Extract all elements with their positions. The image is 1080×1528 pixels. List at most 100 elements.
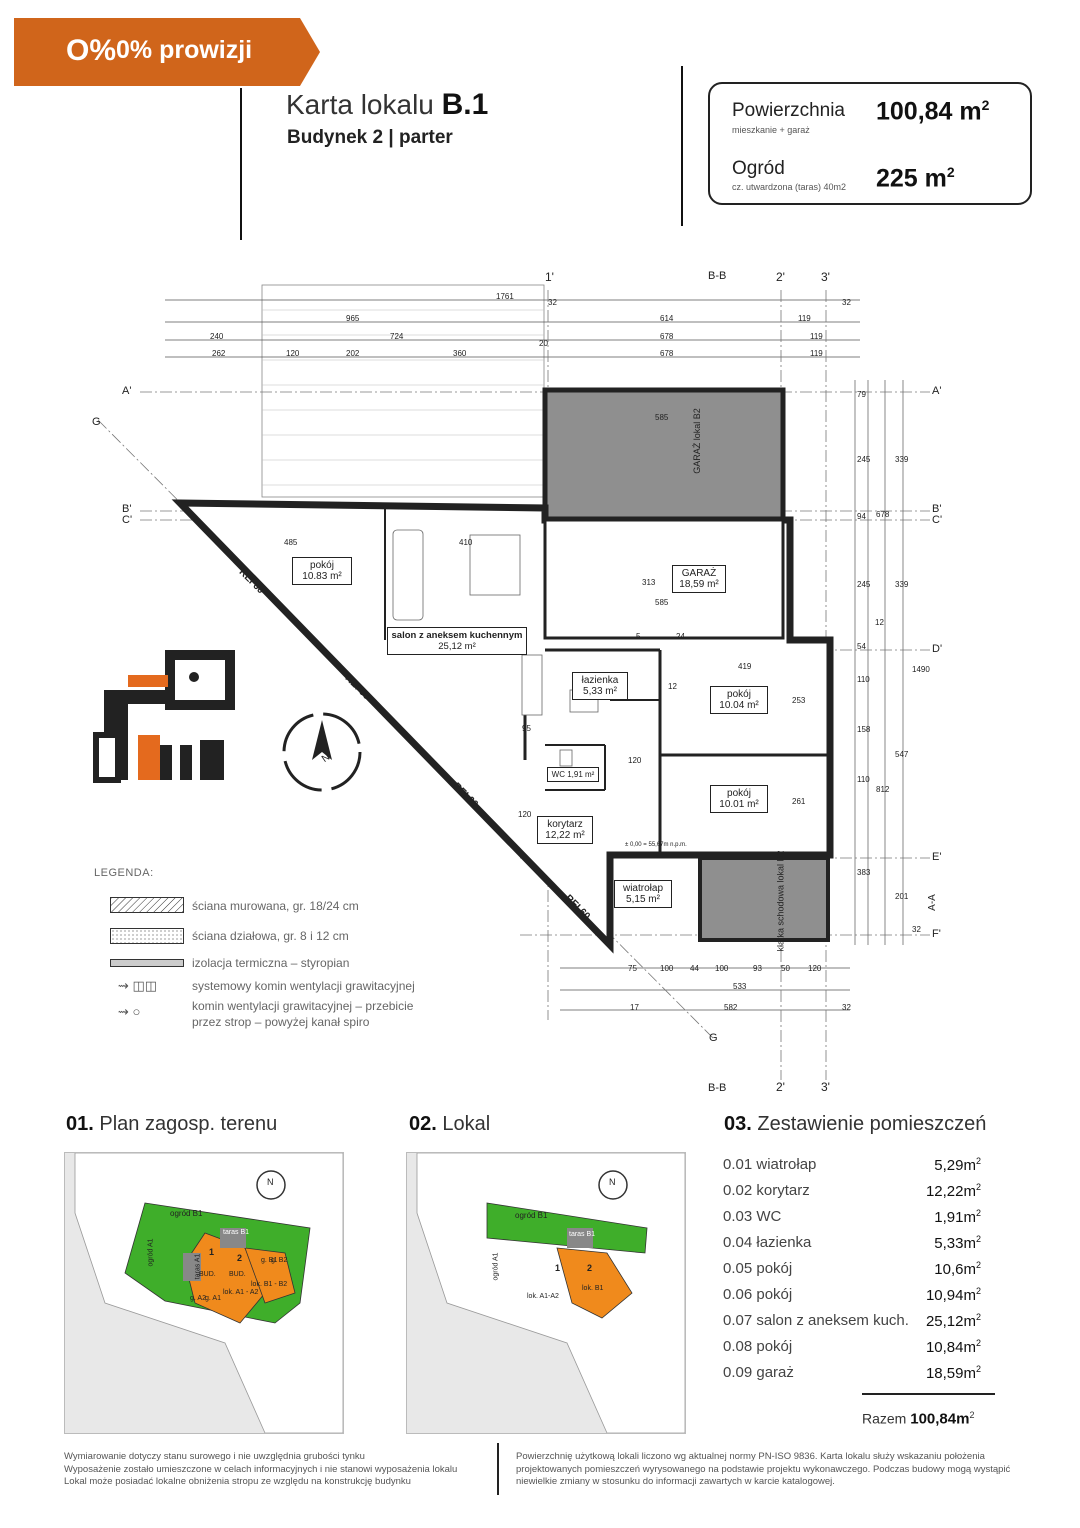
site-g-a2: g. A2 bbox=[190, 1295, 206, 1302]
garden-label: Ogród bbox=[732, 158, 785, 179]
section-bb-bottom: B-B bbox=[708, 1082, 727, 1094]
dim-32d: 32 bbox=[842, 1003, 851, 1012]
room-salon: salon z aneksem kuchennym 25,12 m² bbox=[387, 627, 527, 655]
dim-360: 360 bbox=[453, 349, 467, 358]
room-pokoj-3-name: pokój bbox=[727, 788, 751, 799]
footer-right: Powierzchnię użytkową lokali liczono wg … bbox=[516, 1451, 1010, 1489]
dim-95: 95 bbox=[522, 724, 531, 733]
room-wiatrolap-name: wiatrołap bbox=[622, 883, 664, 894]
axis-e-right: E' bbox=[932, 851, 942, 863]
dim-410: 410 bbox=[459, 538, 473, 547]
site-g-a1: g. A1 bbox=[205, 1295, 221, 1302]
axis-a-right: A' bbox=[932, 385, 942, 397]
legend-item-1: ściana murowana, gr. 18/24 cm bbox=[192, 899, 359, 913]
dim-100b: 100 bbox=[715, 964, 729, 973]
dim-119a: 119 bbox=[798, 314, 811, 323]
dim-44: 44 bbox=[690, 964, 699, 973]
site-num-1: 1 bbox=[209, 1247, 215, 1257]
unit-taras-b1: taras B1 bbox=[569, 1231, 596, 1238]
site-bud-1: BUD. bbox=[199, 1271, 216, 1278]
total-divider bbox=[862, 1393, 995, 1395]
promo-text: 0% prowizji bbox=[116, 36, 253, 64]
level-note: ± 0,00 = 55,67m n.p.m. bbox=[625, 842, 687, 848]
room-garaz-area: 18,59 m² bbox=[679, 579, 719, 590]
dim-582: 582 bbox=[724, 1003, 738, 1012]
site-num-2: 2 bbox=[237, 1253, 243, 1263]
dim-585b: 585 bbox=[655, 598, 669, 607]
dim-119c: 119 bbox=[810, 349, 823, 358]
legend-swatch-masonry bbox=[110, 897, 184, 913]
room-korytarz-name: korytarz bbox=[547, 819, 583, 830]
axis-b-right: B' bbox=[932, 503, 942, 515]
dim-93: 93 bbox=[753, 964, 762, 973]
dim-5: 5 bbox=[636, 632, 641, 641]
unit-num-2: 2 bbox=[587, 1263, 593, 1273]
dim-339a: 339 bbox=[895, 455, 909, 464]
dim-724: 724 bbox=[390, 332, 404, 341]
room-garaz-name: GARAŻ bbox=[681, 568, 717, 579]
promo-banner: O% 0% prowizji bbox=[14, 18, 324, 86]
dim-245a: 245 bbox=[857, 455, 871, 464]
unit-north-icon: N bbox=[609, 1177, 616, 1187]
dim-245b: 245 bbox=[857, 580, 871, 589]
room-pokoj-2-area: 10.04 m² bbox=[719, 700, 759, 711]
axis-b-left: B' bbox=[122, 503, 132, 515]
dim-32b: 32 bbox=[842, 298, 851, 307]
area-summary-box: Powierzchnia mieszkanie + garaż 100,84 m… bbox=[708, 82, 1032, 205]
legend-swatch-partition bbox=[110, 928, 184, 944]
chimney-icon: ⇝ ◫◫ bbox=[118, 978, 158, 993]
dim-201: 201 bbox=[895, 892, 909, 901]
dim-313: 313 bbox=[642, 578, 656, 587]
site-plan-map: N ogród B1 ogród A1 taras B1 lok. A1 - A… bbox=[64, 1152, 344, 1434]
footer-left-line: Lokal może posiadać lokalne obniżenia st… bbox=[64, 1476, 411, 1487]
dim-965: 965 bbox=[346, 314, 360, 323]
site-g-b1: g. B1 bbox=[261, 1257, 278, 1264]
surface-sub: mieszkanie + garaż bbox=[732, 125, 810, 135]
axis-2-top: 2' bbox=[776, 270, 785, 284]
axis-3-bottom: 3' bbox=[821, 1080, 830, 1094]
garden-value: 225 m2 bbox=[876, 164, 955, 193]
footer-left: Wymiarowanie dotyczy stanu surowego i ni… bbox=[64, 1451, 457, 1489]
section-aa: A-A bbox=[926, 894, 938, 911]
dim-812: 812 bbox=[876, 785, 890, 794]
dim-94: 94 bbox=[857, 512, 866, 521]
legend-title: LEGENDA: bbox=[94, 867, 154, 879]
site-ogrod-b1: ogród B1 bbox=[170, 1209, 203, 1218]
dim-678c: 678 bbox=[876, 510, 890, 519]
legend-item-2: ściana działowa, gr. 8 i 12 cm bbox=[192, 929, 349, 943]
axis-d-right: D' bbox=[932, 643, 943, 655]
header-divider-right bbox=[681, 66, 683, 226]
room-salon-area: 25,12 m² bbox=[438, 641, 476, 652]
legend-item-4: systemowy komin wentylacji grawitacyjnej bbox=[192, 979, 415, 993]
room-pokoj-2-name: pokój bbox=[727, 689, 751, 700]
room-stairwell: klatka schodowa lokal B2 bbox=[775, 850, 786, 952]
room-wiatrolap: wiatrołap 5,15 m² bbox=[614, 880, 672, 908]
footer-left-line: Wymiarowanie dotyczy stanu surowego i ni… bbox=[64, 1451, 365, 1462]
page-subtitle: Budynek 2 | parter bbox=[287, 127, 453, 148]
dim-12b: 12 bbox=[668, 682, 677, 691]
footer-divider bbox=[497, 1443, 499, 1495]
vent-icon: ⇝ ○ bbox=[118, 1004, 141, 1019]
dim-120d: 120 bbox=[518, 810, 532, 819]
page-title: Karta lokalu B.1 bbox=[286, 88, 489, 121]
unit-lok-a1a2: lok. A1-A2 bbox=[527, 1293, 559, 1300]
dim-100a: 100 bbox=[660, 964, 674, 973]
dim-1490: 1490 bbox=[912, 665, 930, 674]
dim-75: 75 bbox=[628, 964, 637, 973]
axis-c-left: C' bbox=[122, 514, 133, 526]
promo-banner-shape bbox=[14, 18, 320, 86]
footer-right-line: Powierzchnię użytkową lokali liczono wg … bbox=[516, 1451, 985, 1462]
total-area: Razem 100,84m2 bbox=[862, 1410, 975, 1428]
dim-54: 54 bbox=[857, 642, 866, 651]
dim-585a: 585 bbox=[655, 413, 669, 422]
room-pokoj-1: pokój 10.83 m² bbox=[292, 557, 352, 585]
dim-120: 120 bbox=[286, 349, 300, 358]
room-pokoj-1-area: 10.83 m² bbox=[302, 571, 342, 582]
dim-17: 17 bbox=[630, 1003, 639, 1012]
site-taras-b1: taras B1 bbox=[223, 1229, 250, 1236]
